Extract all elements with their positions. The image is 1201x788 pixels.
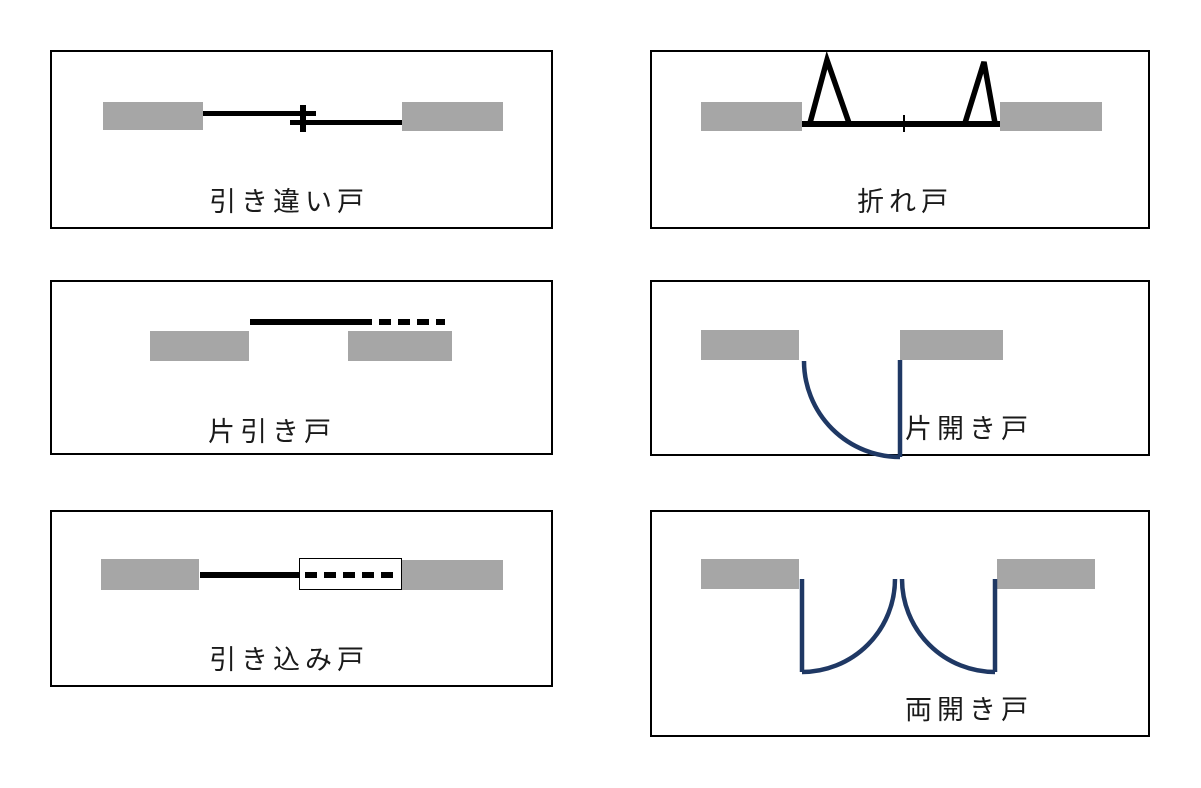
door-label: 片開き戸 [905,414,1033,444]
wall-right [900,330,1003,360]
sliding-door-leaf-lower [290,120,402,125]
panel-single-swing-door: 片開き戸 [650,280,1150,460]
panel-single-sliding-door: 片引き戸 [50,280,553,455]
folding-door-symbol [807,50,998,124]
retracted-position-dashed [305,572,395,578]
sliding-door-leaf [200,572,299,578]
panel-double-sliding-door: 引き違い戸 [50,50,553,229]
swing-arc-left [801,578,898,675]
wall-left [150,331,249,361]
wall-left [701,330,799,360]
slide-open-position-dashed [360,319,445,325]
door-label: 折れ戸 [857,187,953,217]
wall-right [402,560,503,590]
wall-right [997,559,1095,589]
panel-folding-door: 折れ戸 [650,50,1150,229]
wall-left [103,102,203,130]
double-swing-door-symbol [799,578,998,675]
door-label: 引き違い戸 [209,187,369,217]
overlap-tick [300,105,306,132]
wall-right [348,331,452,361]
door-label: 片引き戸 [208,417,336,447]
door-label: 両開き戸 [905,695,1033,725]
wall-left [701,559,799,589]
wall-right [402,102,503,131]
door-label: 引き込み戸 [209,645,369,675]
sliding-door-leaf [250,319,360,325]
single-swing-door-symbol [801,360,903,460]
swing-arc [801,360,901,460]
swing-arc-right [899,578,996,675]
door-track-line [802,121,1000,127]
center-tick [903,115,905,132]
folded-leaf-right-icon [962,61,998,124]
sliding-door-leaf-upper [203,111,316,116]
wall-right [1000,102,1102,131]
wall-left [101,559,199,590]
panel-double-swing-door: 両開き戸 [650,510,1150,737]
folded-leaf-left-icon [807,50,852,124]
panel-pocket-door: 引き込み戸 [50,510,553,687]
wall-left [701,102,802,131]
